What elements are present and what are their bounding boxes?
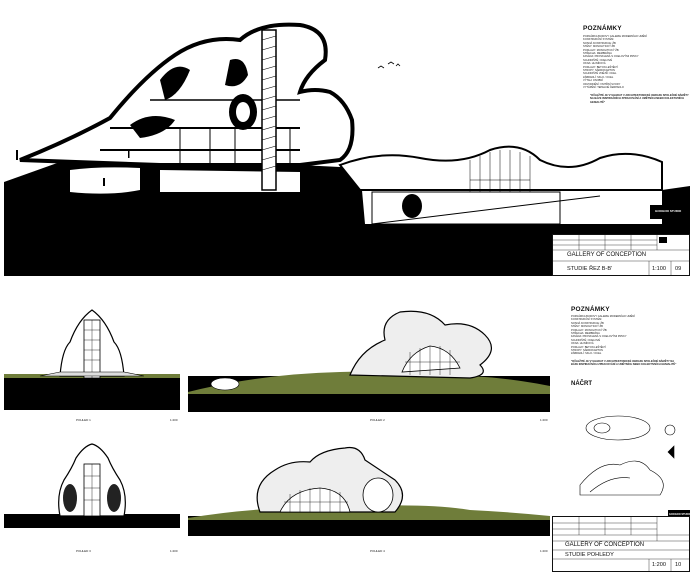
- project-name-2: GALLERY OF CONCEPTION: [565, 542, 645, 548]
- section-drawing: [4, 22, 690, 276]
- sketch: [579, 415, 676, 496]
- elevation-1-scale: 1:200: [170, 418, 178, 422]
- elevation-3-scale: 1:200: [170, 549, 178, 553]
- elevation-1: [4, 309, 180, 410]
- elevation-2: [188, 310, 550, 412]
- drawing-title-2: STUDIE POHLEDY: [565, 552, 614, 558]
- notes-title-1: POZNÁMKY: [583, 25, 622, 32]
- elevation-1-label: POHLED 1: [76, 418, 91, 422]
- elevation-3-label: POHLED 3: [76, 549, 91, 553]
- birds: [377, 61, 401, 69]
- building-shell: [19, 22, 355, 167]
- quote-2: "DŮLEŽITÉ JE VYHLEDAT V ARCHITEKTONICKÉ …: [571, 360, 677, 367]
- sheet-number-2: 10: [675, 562, 682, 568]
- quote-1: "DŮLEŽITÉ JE VYHLEDAT V ARCHITEKTONICKÉ …: [590, 94, 689, 104]
- elevation-2-label: POHLED 2: [370, 418, 385, 422]
- studio-logo-2: GOOGOO STUDIO: [669, 513, 691, 516]
- elevation-4-scale: 1:200: [540, 549, 548, 553]
- wave-roof: [338, 145, 663, 191]
- elevation-2-scale: 1:200: [540, 418, 548, 422]
- stair-tower: [261, 29, 277, 191]
- scale-1: 1:100: [652, 266, 666, 272]
- sheet-number-1: 09: [675, 266, 682, 272]
- sketch-title: NÁČRT: [571, 381, 592, 387]
- title-block-1: GALLERY OF CONCEPTION STUDIE ŘEZ B-B' 1:…: [552, 234, 690, 276]
- project-name-1: GALLERY OF CONCEPTION: [567, 252, 647, 258]
- elevations-drawing: [4, 309, 690, 536]
- drawing-title-1: STUDIE ŘEZ B-B': [567, 266, 613, 272]
- notes-title-2: POZNÁMKY: [571, 306, 610, 313]
- elevation-3: [4, 443, 180, 528]
- elevation-4-label: POHLED 4: [370, 549, 385, 553]
- scale-2: 1:200: [652, 562, 666, 568]
- studio-logo-1: GOOGOO STUDIO: [655, 209, 682, 213]
- elevation-4: [188, 446, 550, 536]
- title-block-2: GALLERY OF CONCEPTION STUDIE POHLEDY 1:2…: [552, 516, 690, 572]
